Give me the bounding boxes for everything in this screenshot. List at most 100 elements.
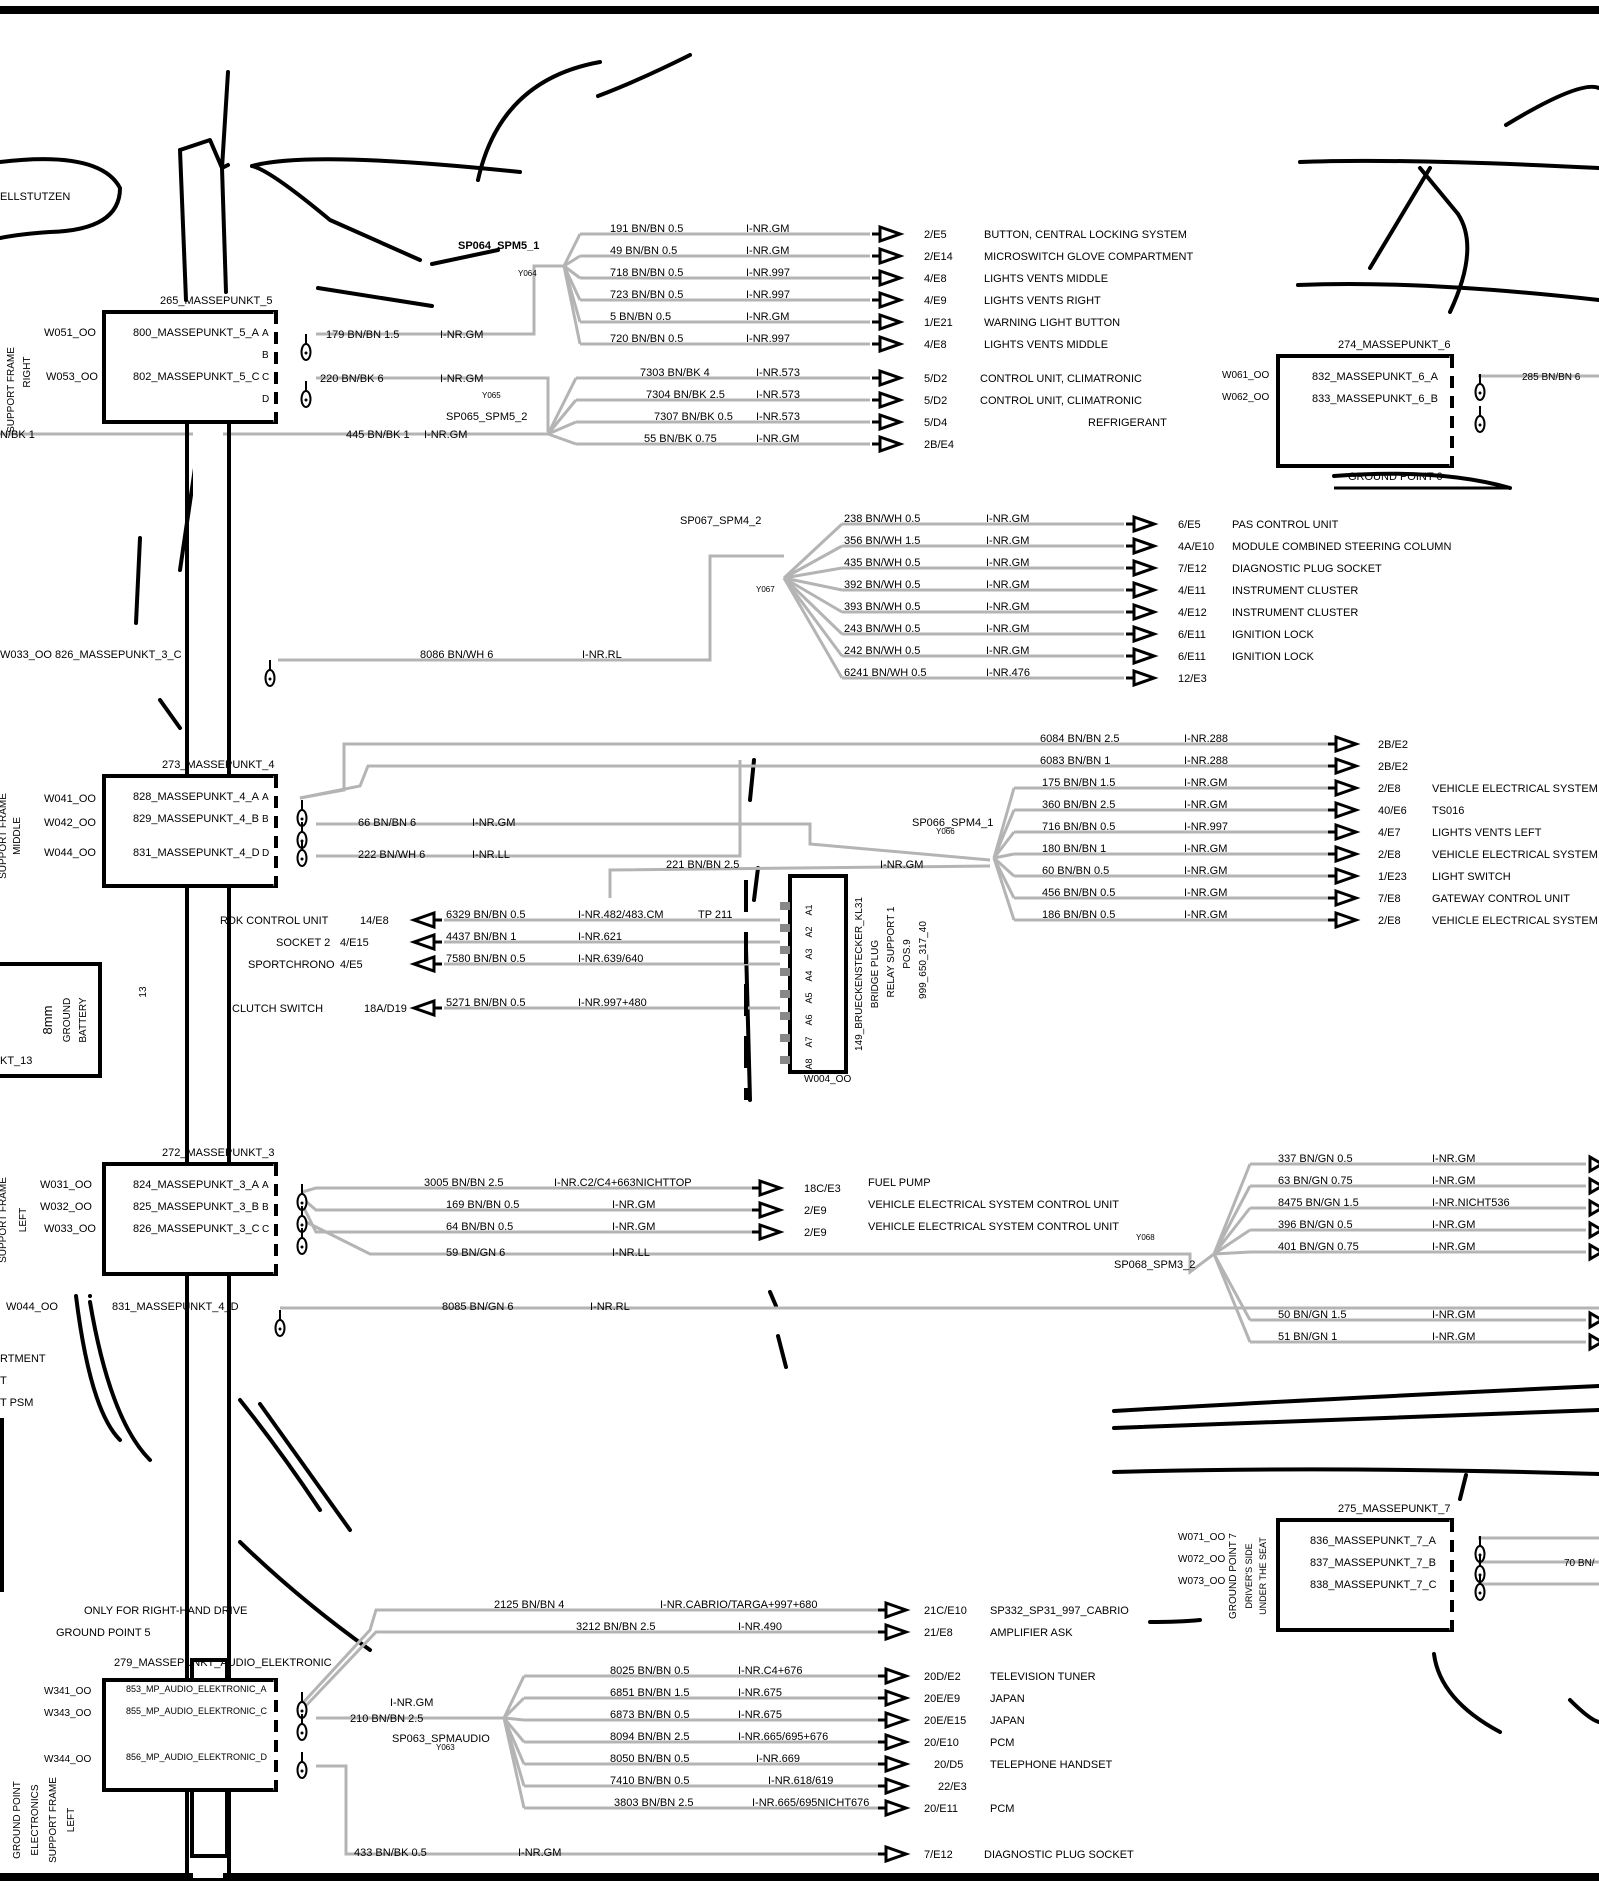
wire-id: W072_OO bbox=[1178, 1554, 1225, 1565]
wire-label: I-NR.665/695+676 bbox=[738, 1731, 828, 1743]
destination-label: TELEPHONE HANDSET bbox=[990, 1759, 1113, 1771]
ground-point-row: 855_MP_AUDIO_ELEKTRONIC_C bbox=[126, 1706, 268, 1716]
wire-label: 392 BN/WH 0.5 bbox=[844, 579, 920, 591]
wire-label: I-NR.GM bbox=[390, 1697, 433, 1709]
branch-wire bbox=[992, 831, 1016, 859]
branch-wire bbox=[546, 377, 578, 435]
connector-arrow-right bbox=[878, 434, 905, 454]
connector-arrow-right bbox=[878, 390, 905, 410]
ref-label: 7/E8 bbox=[1378, 893, 1401, 905]
destination-label: CONTROL UNIT, CLIMATRONIC bbox=[980, 395, 1142, 407]
wire-label: I-NR.GM bbox=[1432, 1219, 1475, 1231]
ground-point-title: 279_MASSEPUNKT_AUDIO_ELEKTRONIC bbox=[114, 1657, 332, 1669]
connector-arrow-right bbox=[1334, 778, 1361, 798]
feed-wire bbox=[301, 1218, 1215, 1275]
ref-label: 6/E5 bbox=[1178, 519, 1201, 531]
wire-label: I-NR.476 bbox=[986, 667, 1030, 679]
ground-point-row: 800_MASSEPUNKT_5_A bbox=[133, 327, 260, 339]
wire-label: I-NR.GM bbox=[612, 1221, 655, 1233]
eyelet-hole bbox=[1478, 423, 1482, 427]
destination-label: VEHICLE ELECTRICAL SYSTEM bbox=[1432, 849, 1598, 861]
ref-label: 18A/D19 bbox=[364, 1003, 407, 1015]
wire-label: 243 BN/WH 0.5 bbox=[844, 623, 920, 635]
connector-arrow-left bbox=[409, 954, 436, 974]
side-label: SUPPORT FRAME bbox=[0, 793, 9, 879]
hand-stroke bbox=[1418, 166, 1470, 314]
ref-label: 12/E3 bbox=[1178, 673, 1207, 685]
destination-label: INSTRUMENT CLUSTER bbox=[1232, 585, 1358, 597]
ref-label: 4/E15 bbox=[340, 937, 369, 949]
branch-wire bbox=[562, 233, 582, 267]
hand-stroke bbox=[430, 248, 500, 266]
ground-point-row: 828_MASSEPUNKT_4_A bbox=[133, 791, 260, 803]
ref-label: 2/E8 bbox=[1378, 849, 1401, 861]
wire-label: 7307 BN/BK 0.5 bbox=[654, 411, 733, 423]
wire-label: 8475 BN/GN 1.5 bbox=[1278, 1197, 1359, 1209]
pin-label: A2 bbox=[804, 926, 814, 937]
wire-label: 50 BN/GN 1.5 bbox=[1278, 1309, 1346, 1321]
hand-stroke bbox=[476, 60, 602, 182]
connector-arrow-right bbox=[1588, 1332, 1599, 1352]
wire-label: 169 BN/BN 0.5 bbox=[446, 1199, 519, 1211]
wire-label: I-NR.GM bbox=[1184, 887, 1227, 899]
wire-label: 59 BN/GN 6 bbox=[446, 1247, 505, 1259]
connector-arrow-right bbox=[1334, 822, 1361, 842]
eyelet-hole bbox=[1478, 391, 1482, 395]
ground-point-row: 853_MP_AUDIO_ELEKTRONIC_A bbox=[126, 1684, 267, 1694]
ground-point-row: 856_MP_AUDIO_ELEKTRONIC_D bbox=[126, 1752, 268, 1762]
wire-id: W041_OO bbox=[44, 793, 96, 805]
hand-stroke bbox=[1112, 1384, 1599, 1413]
destination-label: VEHICLE ELECTRICAL SYSTEM bbox=[1432, 783, 1598, 795]
wire-label: I-NR.665/695NICHT676 bbox=[752, 1797, 869, 1809]
feed-wire bbox=[316, 760, 742, 858]
destination-label: JAPAN bbox=[990, 1693, 1025, 1705]
hand-stroke bbox=[250, 164, 422, 262]
pin-label: A1 bbox=[804, 904, 814, 915]
connector-arrow-right bbox=[1588, 1310, 1599, 1330]
note-label: ONLY FOR RIGHT-HAND DRIVE bbox=[84, 1605, 247, 1617]
hand-stroke bbox=[220, 70, 230, 294]
feed-wire bbox=[316, 376, 550, 432]
wire-label: 70 BN/ bbox=[1564, 1558, 1595, 1569]
ref-label: 2/E9 bbox=[804, 1205, 827, 1217]
hand-stroke bbox=[1298, 158, 1599, 170]
ground-point-row: 836_MASSEPUNKT_7_A bbox=[1310, 1535, 1437, 1547]
side-label: UNDER THE SEAT bbox=[1258, 1537, 1268, 1615]
ref-label: 20/E11 bbox=[924, 1803, 958, 1815]
wire-label: 221 BN/BN 2.5 bbox=[666, 859, 739, 871]
ref-label: 7/E12 bbox=[1178, 563, 1207, 575]
pin-stub bbox=[780, 1012, 790, 1020]
wire-id: W062_OO bbox=[1222, 392, 1269, 403]
connector-arrow-right bbox=[1132, 514, 1159, 534]
ref-label: 20E/E9 bbox=[924, 1693, 960, 1705]
ref-label: 2/E8 bbox=[1378, 783, 1401, 795]
wire-label: 3005 BN/BN 2.5 bbox=[424, 1177, 504, 1189]
wire-label: 7304 BN/BK 2.5 bbox=[646, 389, 725, 401]
wire-label: I-NR.GM bbox=[440, 329, 483, 341]
wire-id: W044_OO bbox=[6, 1301, 58, 1313]
eyelet-hole bbox=[300, 817, 304, 821]
ref-label: 1/E21 bbox=[924, 317, 953, 329]
branch-wire bbox=[547, 420, 577, 436]
pin-label: A bbox=[262, 792, 269, 803]
ground-point-box-274 bbox=[1276, 354, 1454, 468]
wire-label: 7303 BN/BK 4 bbox=[640, 367, 710, 379]
hand-stroke bbox=[1568, 1698, 1599, 1724]
feed-wire bbox=[299, 742, 1330, 800]
wire-label: I-NR.GM bbox=[986, 601, 1029, 613]
connector-arrow-right bbox=[1588, 1198, 1599, 1218]
destination-label: MICROSWITCH GLOVE COMPARTMENT bbox=[984, 251, 1193, 263]
side-label: ELECTRONICS bbox=[30, 1784, 41, 1855]
wire-label: I-NR.482/483.CM bbox=[578, 909, 664, 921]
wire-label: 220 BN/BK 6 bbox=[320, 373, 384, 385]
ref-label: 1/E23 bbox=[1378, 871, 1407, 883]
wire-label: 13 bbox=[138, 986, 149, 998]
bottom-border bbox=[0, 1873, 1599, 1881]
wire-label: 723 BN/BN 0.5 bbox=[610, 289, 683, 301]
hand-stroke bbox=[178, 138, 230, 170]
hand-stroke bbox=[1296, 282, 1599, 302]
test-point-label: TP 211 bbox=[698, 909, 732, 921]
partial-label: ELLSTUTZEN bbox=[0, 191, 70, 203]
pin-stub bbox=[780, 1034, 790, 1042]
connector-arrow-right bbox=[758, 1222, 785, 1242]
